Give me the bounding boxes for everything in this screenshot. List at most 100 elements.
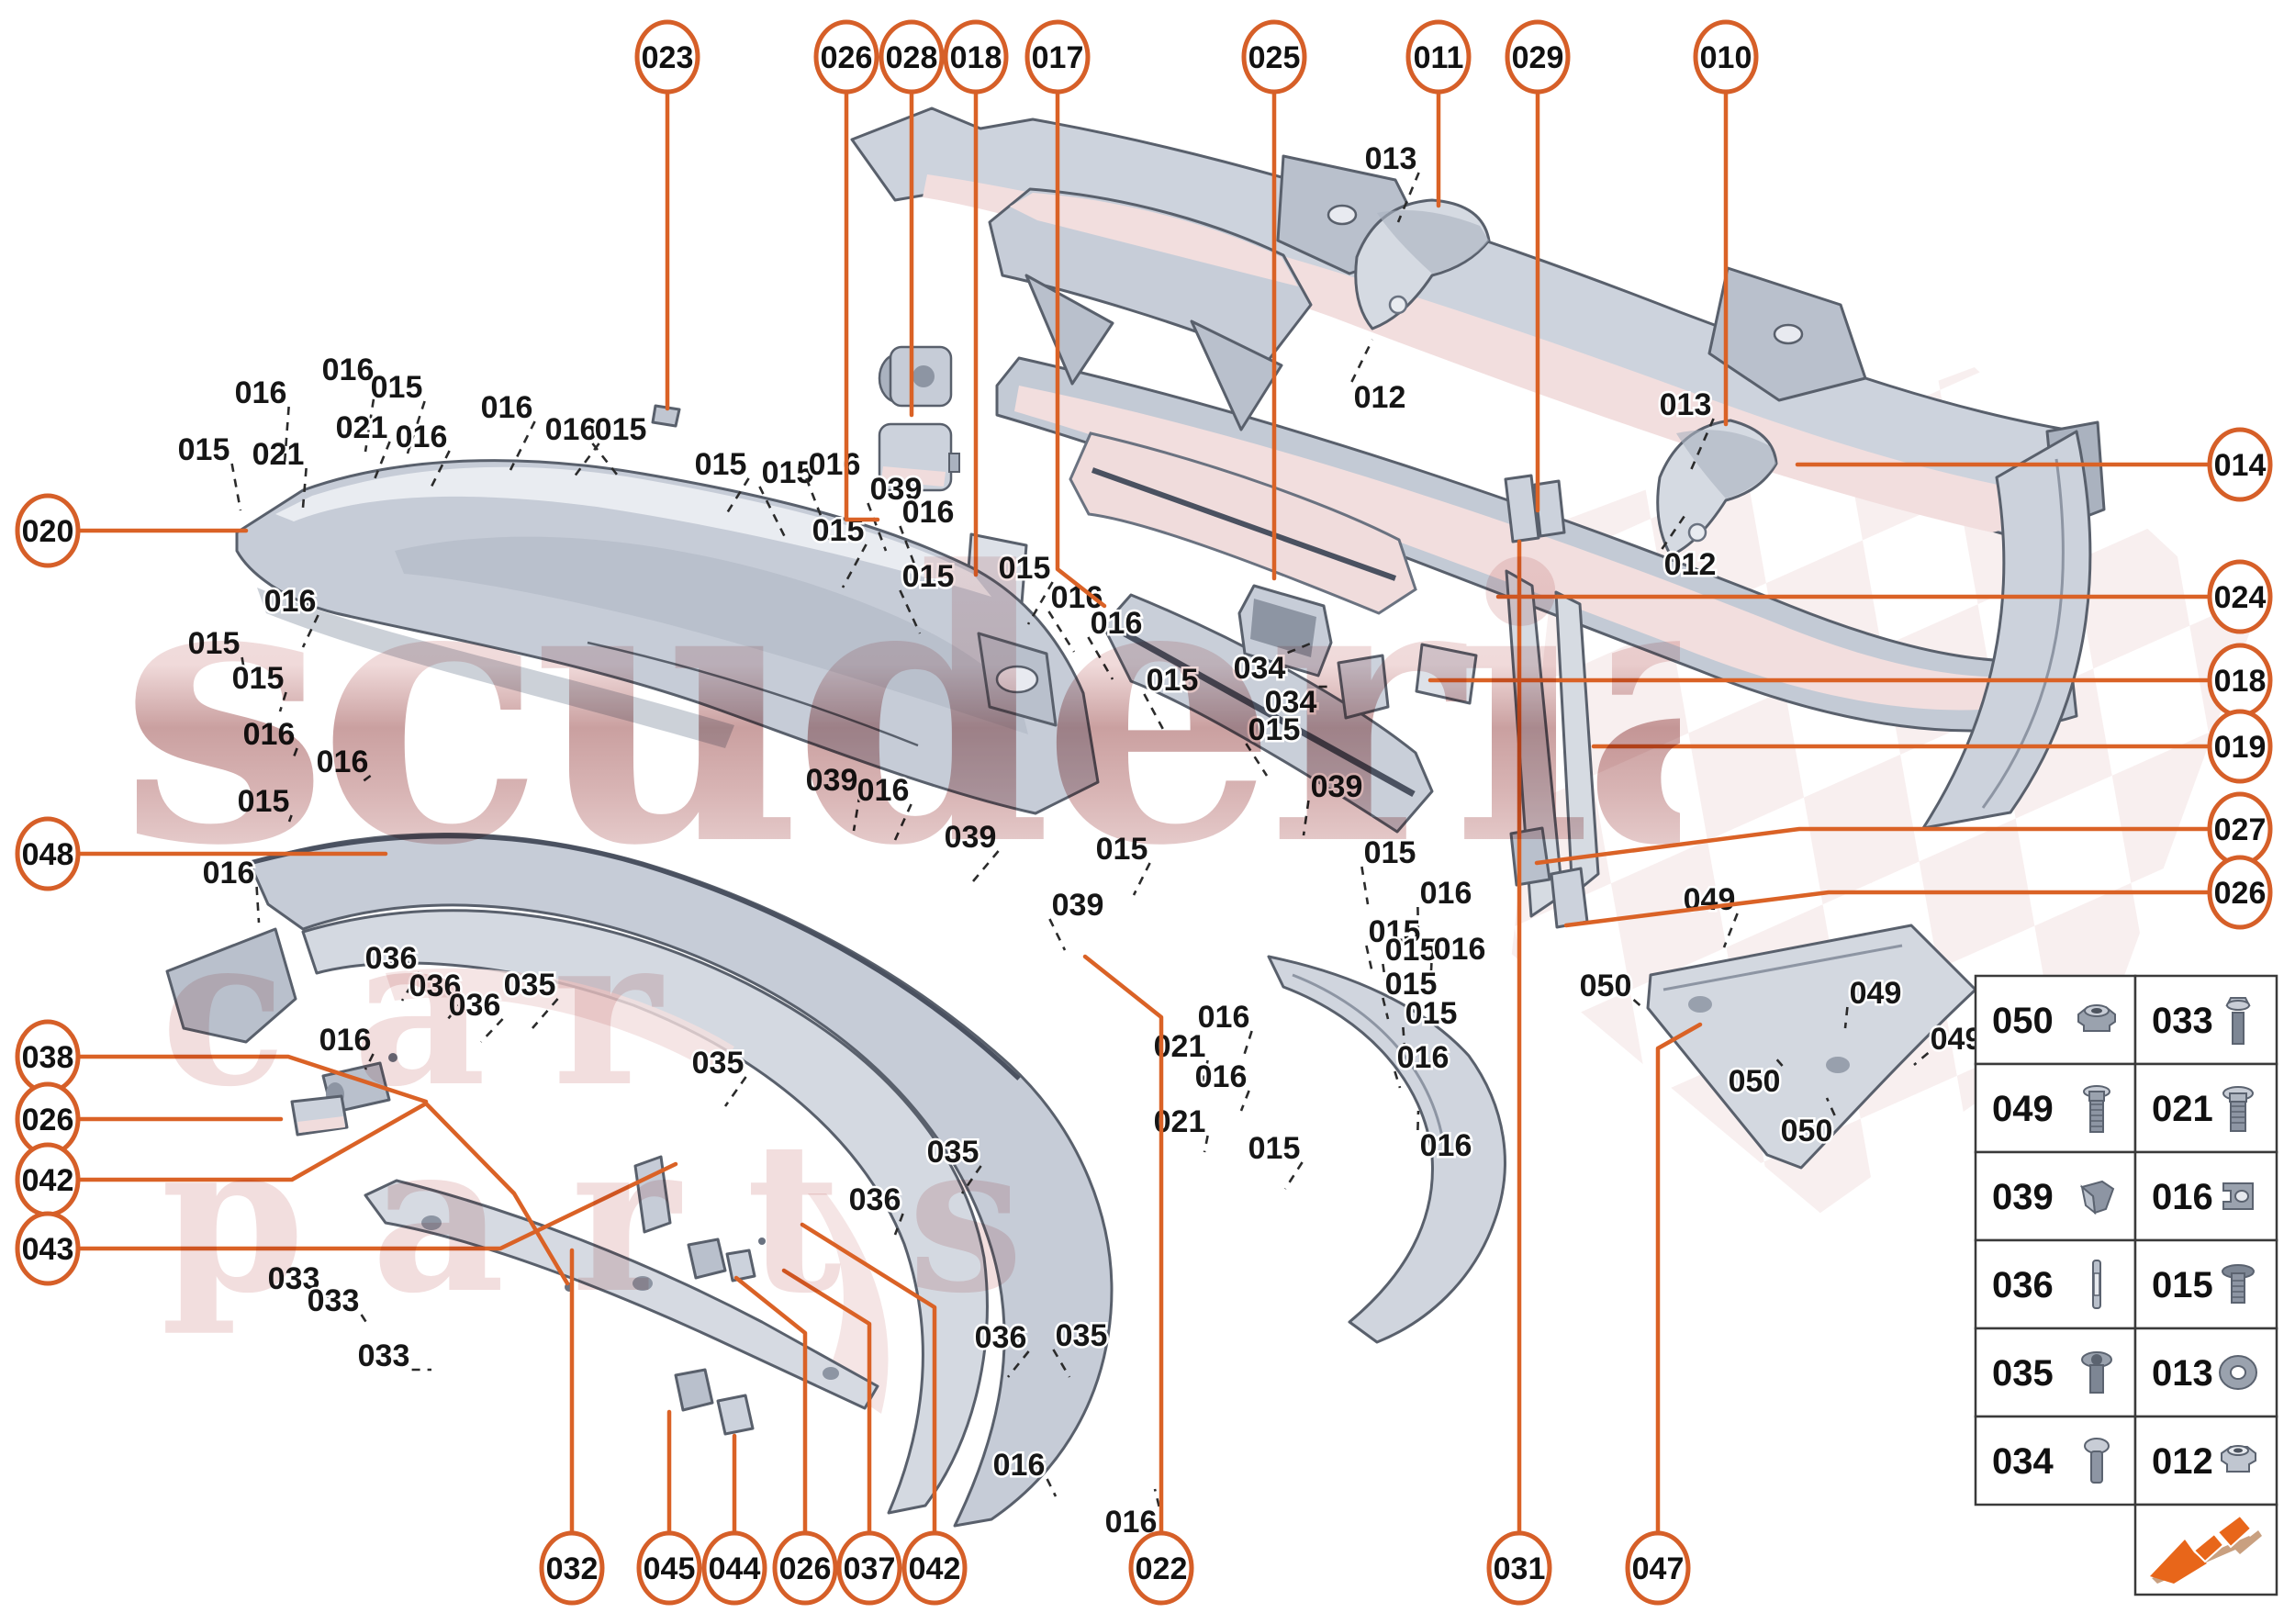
svg-text:043: 043: [22, 1232, 74, 1267]
part-label-015: 015: [1405, 996, 1458, 1031]
label-leader-016: [290, 747, 298, 763]
legend-cell-049: 049: [1974, 1062, 2137, 1154]
legend-cell-035: 035: [1974, 1327, 2137, 1418]
svg-text:025: 025: [1248, 40, 1301, 75]
part-label-035: 035: [504, 968, 556, 1002]
callout-028[interactable]: 028: [879, 19, 945, 95]
callout-038[interactable]: 038: [15, 1019, 81, 1094]
svg-text:037: 037: [844, 1551, 896, 1586]
part-label-016: 016: [203, 856, 255, 890]
u-nut-icon: [2222, 1182, 2254, 1210]
washer-icon: [2219, 1355, 2257, 1390]
part-label-036: 036: [975, 1320, 1027, 1355]
callout-037[interactable]: 037: [836, 1530, 902, 1606]
part-label-015: 015: [1147, 663, 1199, 698]
callout-027[interactable]: 027: [2207, 791, 2273, 867]
callout-023[interactable]: 023: [634, 19, 700, 95]
part-label-016: 016: [857, 773, 910, 808]
label-leader-016: [1428, 962, 1433, 991]
label-leader-016: [364, 1053, 375, 1070]
svg-text:026: 026: [22, 1103, 74, 1137]
part-label-050: 050: [1729, 1064, 1781, 1099]
callout-018[interactable]: 018: [2207, 643, 2273, 718]
part-upper-crash-member: [988, 187, 1313, 431]
callout-047[interactable]: 047: [1625, 1530, 1691, 1606]
part-label-016: 016: [243, 717, 296, 752]
label-leader-021: [301, 467, 308, 509]
callout-011[interactable]: 011: [1405, 19, 1472, 95]
part-label-049: 049: [1850, 976, 1902, 1011]
legend-num-035: 035: [1992, 1353, 2054, 1394]
label-leader-039: [1048, 918, 1067, 951]
callout-043[interactable]: 043: [15, 1211, 81, 1286]
label-leader-015: [241, 656, 248, 682]
callout-044[interactable]: 044: [701, 1530, 767, 1606]
label-leader-049: [1843, 1006, 1849, 1029]
part-label-015: 015: [178, 432, 230, 467]
label-leader-016: [1047, 610, 1076, 653]
label-leader-015: [1143, 693, 1168, 735]
callout-leader-017: [1055, 89, 1107, 609]
label-leader-016: [430, 450, 451, 487]
label-leader-036: [480, 1018, 504, 1043]
callout-048[interactable]: 048: [15, 816, 81, 891]
torx-screw-icon: [2081, 1351, 2112, 1394]
label-leader-012: [1661, 515, 1686, 550]
part-latch-029: [1504, 474, 1566, 543]
callout-020[interactable]: 020: [15, 493, 81, 568]
part-label-016: 016: [809, 447, 861, 482]
part-label-035: 035: [1056, 1318, 1108, 1353]
label-leader-016: [1416, 1110, 1420, 1131]
callout-017[interactable]: 017: [1024, 19, 1091, 95]
label-leader-050: [1773, 1055, 1784, 1067]
callout-024[interactable]: 024: [2207, 559, 2273, 634]
label-leader-034: [1287, 641, 1314, 655]
part-label-021: 021: [252, 437, 305, 472]
callout-026[interactable]: 026: [772, 1530, 838, 1606]
label-leader-012: [1350, 339, 1374, 383]
label-leader-036: [442, 999, 465, 1025]
label-leader-015: [1245, 743, 1269, 777]
part-label-016: 016: [1091, 606, 1143, 641]
label-leader-015: [841, 543, 868, 588]
callout-031[interactable]: 031: [1486, 1530, 1552, 1606]
part-duct-034: [1237, 584, 1390, 720]
label-leader-015: [723, 477, 750, 517]
callout-025[interactable]: 025: [1241, 19, 1307, 95]
callout-029[interactable]: 029: [1505, 19, 1571, 95]
label-leader-035: [960, 1165, 982, 1194]
label-leader-015: [1382, 963, 1388, 988]
legend-num-015: 015: [2152, 1265, 2213, 1305]
callout-026[interactable]: 026: [2207, 855, 2273, 930]
label-leader-015: [1026, 581, 1054, 625]
callout-042[interactable]: 042: [901, 1530, 968, 1606]
flange-nut-icon: [2077, 1004, 2116, 1032]
callout-032[interactable]: 032: [539, 1530, 605, 1606]
legend-cell-033: 033: [2133, 974, 2278, 1066]
label-leader-036: [1006, 1350, 1030, 1378]
part-clip-045: [674, 1368, 714, 1412]
svg-text:010: 010: [1700, 40, 1752, 75]
legend-num-013: 013: [2152, 1353, 2213, 1394]
callout-022[interactable]: 022: [1128, 1530, 1194, 1606]
callout-leader-042: [800, 1222, 937, 1534]
callout-019[interactable]: 019: [2207, 709, 2273, 784]
label-leader-015: [1360, 866, 1370, 905]
callout-leader-038: [76, 1054, 429, 1104]
label-leader-036: [893, 1213, 904, 1236]
label-leader-016: [1153, 1488, 1160, 1507]
part-lower-panel-047: [1646, 924, 1977, 1170]
callout-018[interactable]: 018: [943, 19, 1009, 95]
part-label-050: 050: [1781, 1114, 1833, 1148]
part-label-016: 016: [1195, 1059, 1248, 1094]
svg-text:019: 019: [2214, 730, 2267, 765]
callout-042[interactable]: 042: [15, 1142, 81, 1217]
callout-045[interactable]: 045: [636, 1530, 702, 1606]
callout-010[interactable]: 010: [1693, 19, 1759, 95]
part-front-bumper-upper: [235, 459, 1100, 815]
callout-014[interactable]: 014: [2207, 427, 2273, 502]
pan-screw-icon: [2084, 1438, 2110, 1484]
label-leader-015: [899, 589, 922, 634]
callout-026[interactable]: 026: [813, 19, 879, 95]
